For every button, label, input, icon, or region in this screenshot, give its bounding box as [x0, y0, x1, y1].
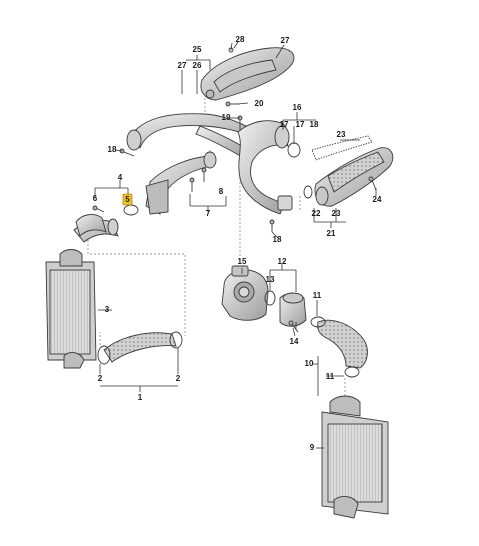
callout-14: 14	[290, 337, 299, 346]
leader-lines	[94, 41, 377, 449]
hose-lower-left	[97, 331, 183, 365]
bolt-18-center	[269, 219, 275, 232]
charge-pressure-sender-assembly	[200, 42, 295, 101]
bolt-20	[225, 101, 240, 107]
o-ring-22	[303, 185, 313, 199]
callout-10: 10	[305, 359, 314, 368]
callout-25: 25	[193, 45, 202, 54]
callout-23a: 23	[337, 130, 346, 139]
callout-8: 8	[219, 187, 224, 196]
o-ring-13	[264, 290, 276, 306]
bolts-7-8	[189, 167, 207, 192]
callout-27a: 27	[178, 61, 187, 70]
highlight-callout-5	[122, 193, 133, 206]
callout-7: 7	[206, 209, 211, 218]
callout-12: 12	[278, 257, 287, 266]
gasket-ring	[123, 204, 139, 216]
callout-2b: 2	[176, 374, 181, 383]
o-ring-17	[287, 142, 301, 158]
hose-10	[310, 316, 368, 378]
callout-18a: 18	[310, 120, 319, 129]
callout-labels: 1 2 2 3 4 5 6 7 8 9 10 11 11 12 13 14 15…	[93, 35, 382, 452]
charge-air-pipe-cross	[237, 120, 293, 215]
throttle-valve-15	[221, 265, 269, 321]
callout-17b: 17	[296, 120, 305, 129]
callout-13: 13	[266, 275, 275, 284]
callout-3: 3	[105, 305, 110, 314]
callout-24: 24	[373, 195, 382, 204]
callout-21: 21	[327, 229, 336, 238]
callout-18b: 18	[108, 145, 117, 154]
intercooler-right	[321, 395, 389, 519]
pipe-12	[279, 292, 307, 330]
bolt-6	[92, 205, 105, 213]
intercooler-left	[45, 249, 97, 369]
gasket-23	[311, 135, 373, 161]
air-duct-21	[314, 147, 394, 207]
callout-16: 16	[293, 103, 302, 112]
bolt-14	[288, 320, 299, 333]
callout-5: 5	[125, 195, 130, 204]
bolt-24	[368, 176, 377, 191]
callout-2a: 2	[98, 374, 103, 383]
callout-11a: 11	[313, 291, 322, 300]
hose-upper-left	[75, 214, 107, 237]
callout-9: 9	[310, 443, 315, 452]
callout-23b: 23	[332, 209, 341, 218]
callout-6: 6	[93, 194, 98, 203]
callout-18c: 18	[273, 235, 282, 244]
callout-28: 28	[236, 35, 245, 44]
callout-1: 1	[138, 393, 143, 402]
callout-19: 19	[222, 113, 231, 122]
callout-22: 22	[312, 209, 321, 218]
callout-17a: 17	[280, 120, 289, 129]
callout-20: 20	[255, 99, 264, 108]
callout-15: 15	[238, 257, 247, 266]
charge-air-pipe-upper	[126, 113, 272, 159]
callout-26: 26	[193, 61, 202, 70]
callout-4: 4	[118, 173, 123, 182]
callout-11b: 11	[326, 372, 335, 381]
callout-27b: 27	[281, 36, 290, 45]
charge-air-pipe-middle	[145, 151, 217, 215]
